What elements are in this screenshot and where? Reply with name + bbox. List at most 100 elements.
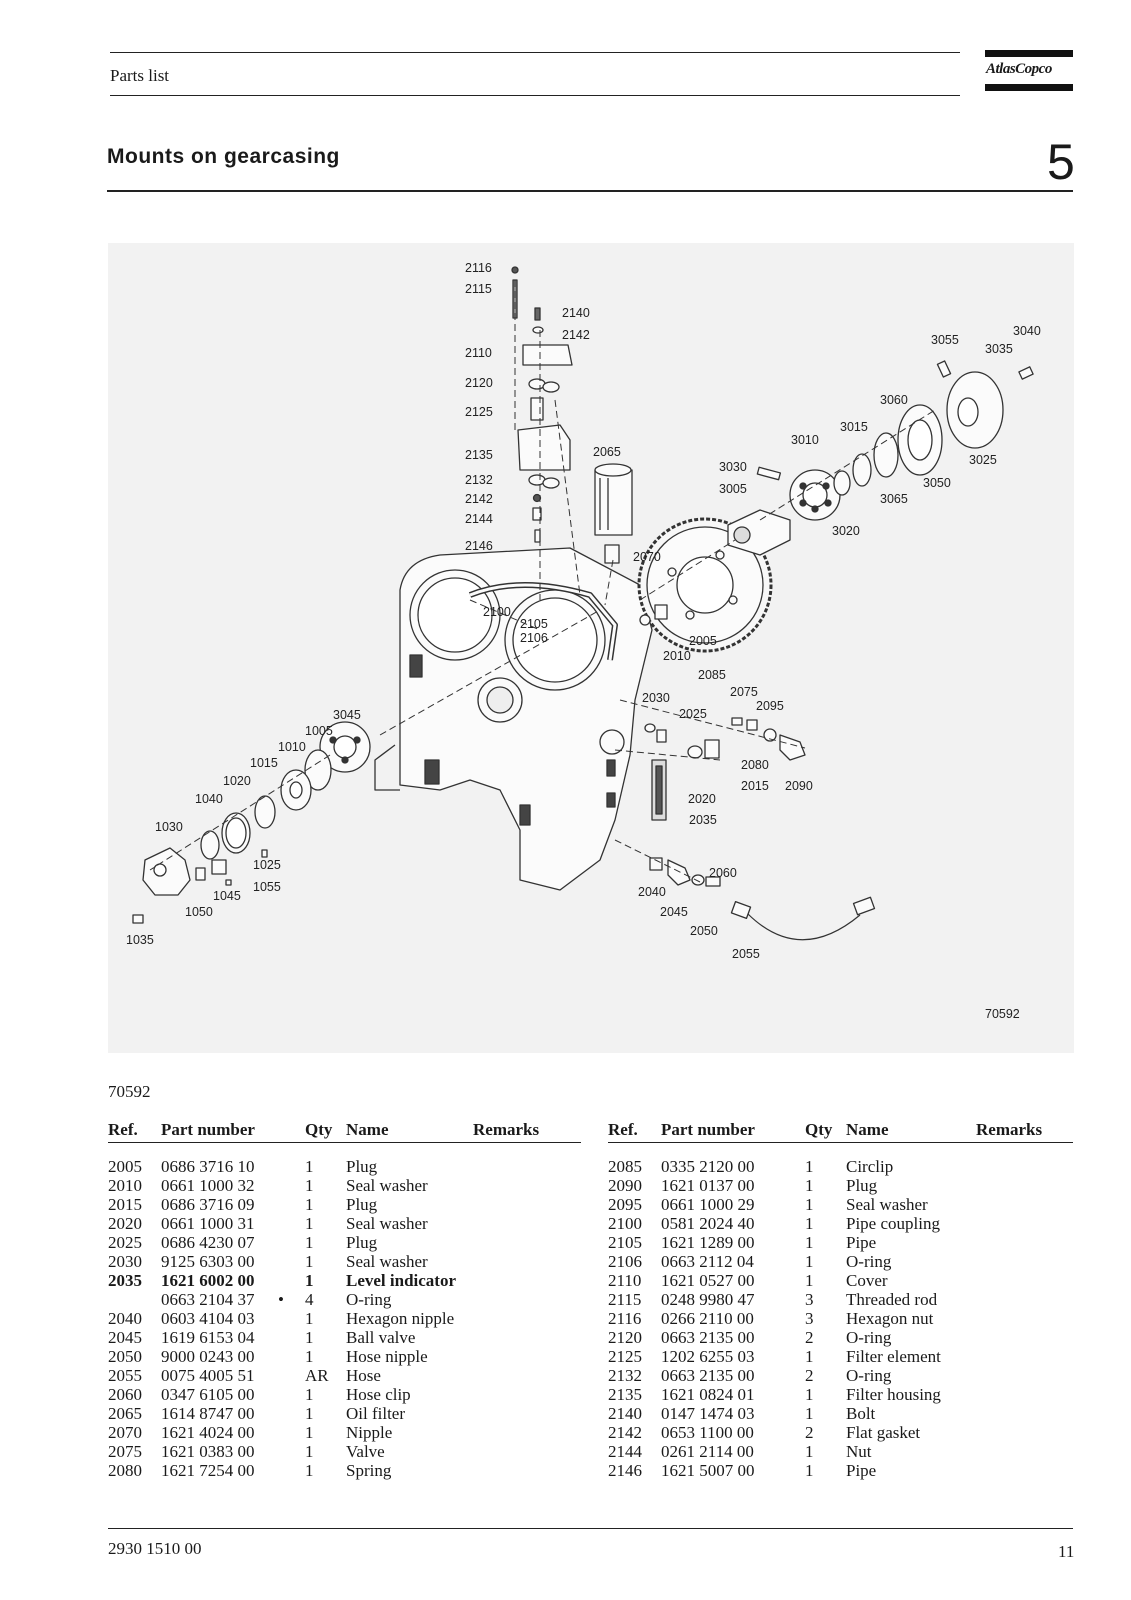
callout-label: 2015 [741, 779, 769, 793]
part-ref: 2085 [608, 1157, 642, 1176]
part-ref: 2144 [608, 1442, 642, 1461]
callout-label: 1030 [155, 820, 183, 834]
chapter-number: 5 [1047, 134, 1075, 190]
part-qty: 2 [805, 1366, 814, 1385]
callout-label: 2090 [785, 779, 813, 793]
part-ref: 2015 [108, 1195, 142, 1214]
callout-label: 2020 [688, 792, 716, 806]
col-header-ref: Ref. [608, 1120, 638, 1139]
part-ref: 2142 [608, 1423, 642, 1442]
part-ref: 2140 [608, 1404, 642, 1423]
callout-label: 2110 [465, 346, 492, 360]
col-header-part-number: Part number [161, 1120, 255, 1139]
part-name: Pipe [846, 1233, 877, 1252]
part-number: 0347 6105 00 [161, 1385, 255, 1404]
part-qty: 1 [305, 1252, 314, 1271]
callout-label: 2060 [709, 866, 737, 880]
part-number: 9000 0243 00 [161, 1347, 255, 1366]
page-title: Mounts on gearcasing [107, 145, 340, 168]
callout-label: 2132 [465, 473, 493, 487]
callout-label: 1005 [305, 724, 333, 738]
callout-label: 3020 [832, 524, 860, 538]
part-ref: 2100 [608, 1214, 642, 1233]
section-label: Parts list [110, 66, 170, 85]
part-name: Seal washer [846, 1195, 928, 1214]
part-qty: 1 [805, 1252, 814, 1271]
part-number: 1621 4024 00 [161, 1423, 255, 1442]
part-number: 1621 0527 00 [661, 1271, 755, 1290]
callout-label: 2040 [638, 885, 666, 899]
part-number: 1202 6255 03 [661, 1347, 755, 1366]
part-name: Hose nipple [346, 1347, 428, 1366]
callout-label: 2010 [663, 649, 691, 663]
callout-label: 1035 [126, 933, 154, 947]
callout-label: 3040 [1013, 324, 1041, 338]
part-ref: 2106 [608, 1252, 642, 1271]
callout-label: 1055 [253, 880, 281, 894]
callout-label: 3010 [791, 433, 819, 447]
part-qty: 1 [805, 1233, 814, 1252]
part-qty: 3 [805, 1309, 814, 1328]
callout-label: 1025 [253, 858, 281, 872]
page-number: 11 [1058, 1542, 1075, 1561]
part-number: 0661 1000 32 [161, 1176, 255, 1195]
part-ref: 2010 [108, 1176, 142, 1195]
part-qty: 1 [805, 1195, 814, 1214]
part-number: 0147 1474 03 [661, 1404, 755, 1423]
part-number: 1621 5007 00 [661, 1461, 755, 1480]
table-header-rule [608, 1142, 1073, 1143]
callout-label: 2105 [520, 617, 548, 631]
part-ref: 2095 [608, 1195, 642, 1214]
part-name: Spring [346, 1461, 392, 1480]
part-name: Plug [346, 1157, 378, 1176]
part-ref: 2025 [108, 1233, 142, 1252]
callout-label: 2065 [593, 445, 621, 459]
callout-label: 2085 [698, 668, 726, 682]
callout-label: 1040 [195, 792, 223, 806]
part-qty: 1 [305, 1404, 314, 1423]
part-ref: 2060 [108, 1385, 142, 1404]
part-number: 1614 8747 00 [161, 1404, 255, 1423]
callout-label: 3050 [923, 476, 951, 490]
part-qty: 1 [305, 1157, 314, 1176]
part-qty: 1 [305, 1309, 314, 1328]
col-header-qty: Qty [805, 1120, 833, 1139]
part-qty: 1 [805, 1461, 814, 1480]
callout-label: 2135 [465, 448, 493, 462]
doc-number: 2930 1510 00 [108, 1539, 202, 1558]
part-name: Bolt [846, 1404, 876, 1423]
part-number: 1621 1289 00 [661, 1233, 755, 1252]
part-qty: 1 [805, 1442, 814, 1461]
part-qty: 2 [805, 1328, 814, 1347]
part-name: Hose [346, 1366, 381, 1385]
part-ref: 2065 [108, 1404, 142, 1423]
part-ref: 2075 [108, 1442, 142, 1461]
part-ref: 2110 [608, 1271, 642, 1290]
part-name: Seal washer [346, 1214, 428, 1233]
logo-bar-bottom [985, 84, 1073, 91]
part-number: 1621 0383 00 [161, 1442, 255, 1461]
part-number: 1621 6002 00 [161, 1271, 255, 1290]
callout-label: 1050 [185, 905, 213, 919]
part-qty: 1 [305, 1271, 314, 1290]
part-number: 0663 2104 37 [161, 1290, 255, 1309]
part-number: 0335 2120 00 [661, 1157, 755, 1176]
part-ref: 2115 [608, 1290, 642, 1309]
part-ref: 2070 [108, 1423, 142, 1442]
part-number: 9125 6303 00 [161, 1252, 255, 1271]
footer-rule [108, 1528, 1073, 1529]
callout-label: 2080 [741, 758, 769, 772]
part-qty: 1 [305, 1195, 314, 1214]
figure-id-label: 70592 [985, 1007, 1020, 1021]
part-number: 1619 6153 04 [161, 1328, 255, 1347]
callout-label: 1045 [213, 889, 241, 903]
col-header-remarks: Remarks [473, 1120, 540, 1139]
part-qty: 1 [805, 1347, 814, 1366]
part-number: 0663 2135 00 [661, 1328, 755, 1347]
part-number: 0686 4230 07 [161, 1233, 255, 1252]
col-header-name: Name [846, 1120, 889, 1139]
part-name: Filter element [846, 1347, 941, 1366]
callout-label: 2100 [483, 605, 511, 619]
part-name: Pipe [846, 1461, 877, 1480]
